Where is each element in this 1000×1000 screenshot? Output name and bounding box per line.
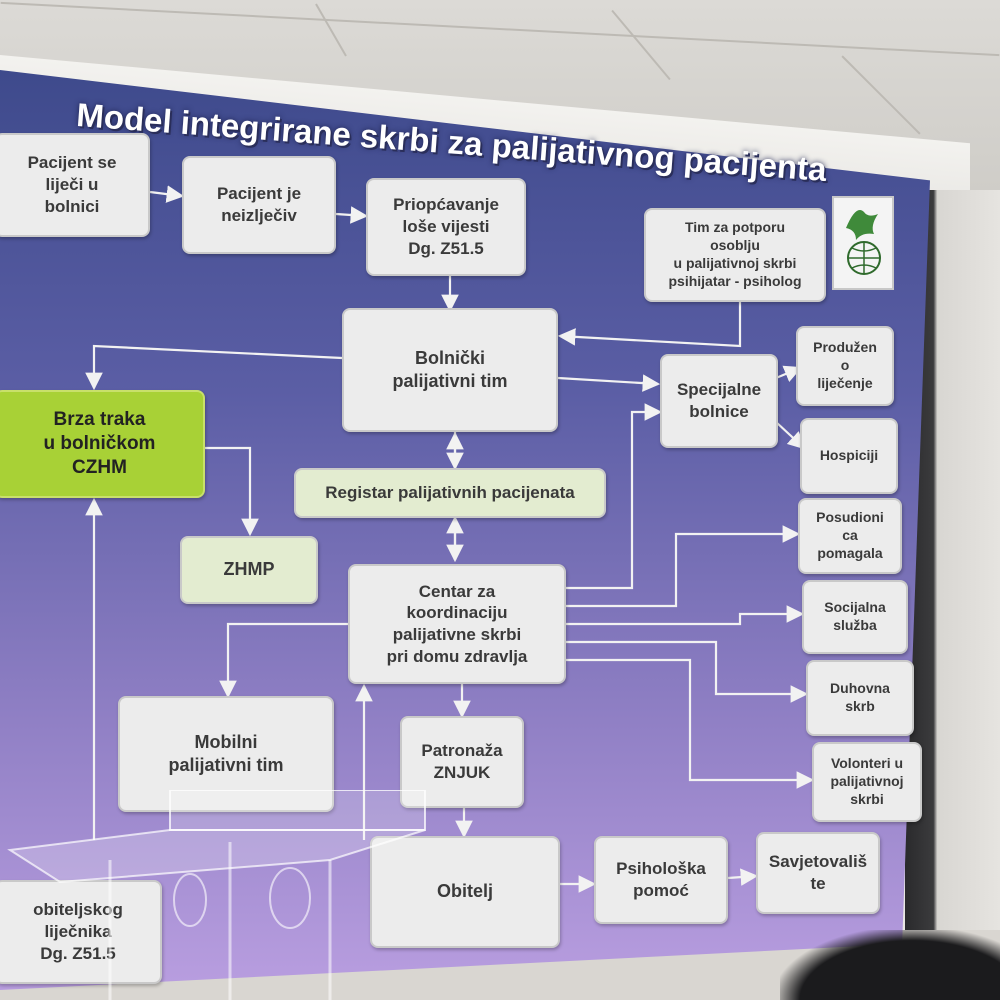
- arrow-bolnica-neizljeciv: [149, 185, 185, 203]
- box-centar: Centar za koordinaciju palijativne skrbi…: [348, 564, 566, 684]
- arrow-tim-brza: [85, 344, 343, 391]
- arrow-centar-specijalne: [566, 403, 663, 590]
- box-savjetovaliste: Savjetovališ te: [756, 832, 880, 914]
- arrow-centar-duhovna: [566, 640, 809, 703]
- arrow-centar-mobilni: [219, 622, 348, 699]
- box-pacijent-bolnica: Pacijent se liječi u bolnici: [0, 133, 150, 237]
- box-registar: Registar palijativnih pacijenata: [294, 468, 606, 518]
- box-volonteri: Volonteri u palijativnoj skrbi: [812, 742, 922, 822]
- dove-globe-logo-icon: [832, 196, 894, 290]
- box-posudionica: Posudioni ca pomagala: [798, 498, 902, 574]
- dove-globe-logo-drawing: [846, 210, 881, 275]
- box-specijalne: Specijalne bolnice: [660, 354, 778, 448]
- arrow-psiholoska-savjetovaliste: [727, 868, 759, 886]
- box-mobilni: Mobilni palijativni tim: [118, 696, 334, 812]
- box-socijalna: Socijalna služba: [802, 580, 908, 654]
- box-neizljeciv: Pacijent je neizlječiv: [182, 156, 336, 254]
- arrow-brza-zhmp: [205, 446, 259, 537]
- arrow-centar-socijalna: [566, 605, 805, 626]
- box-brza-traka: Brza traka u bolničkom CZHM: [0, 390, 205, 498]
- box-hospiciji: Hospiciji: [800, 418, 898, 494]
- box-produzeno: Produžen o liječenje: [796, 326, 894, 406]
- box-zhmp: ZHMP: [180, 536, 318, 604]
- box-patronaza: Patronaža ZNJUK: [400, 716, 524, 808]
- arrow-potpora-tim: [557, 298, 742, 348]
- arrow-centar-volonteri: [566, 658, 815, 789]
- box-psiholoska: Psihološka pomoć: [594, 836, 728, 924]
- arrow-centar-posudionica: [566, 525, 801, 608]
- box-tim-potpora: Tim za potporu osoblju u palijativnoj sk…: [644, 208, 826, 302]
- arrow-specijalne-hospiciji: [775, 421, 806, 450]
- box-duhovna: Duhovna skrb: [806, 660, 914, 736]
- box-priopcavanje: Priopćavanje loše vijesti Dg. Z51.5: [366, 178, 526, 276]
- box-obitelj: Obitelj: [370, 836, 560, 948]
- box-bolnicki-tim: Bolnički palijativni tim: [342, 308, 558, 432]
- arrow-neizljeciv-priopcavanje: [335, 206, 369, 224]
- box-obiteljski: obiteljskog liječnika Dg. Z51.5: [0, 880, 162, 984]
- arrow-tim-specijalne: [557, 374, 661, 392]
- foreground-object: [780, 930, 1000, 1000]
